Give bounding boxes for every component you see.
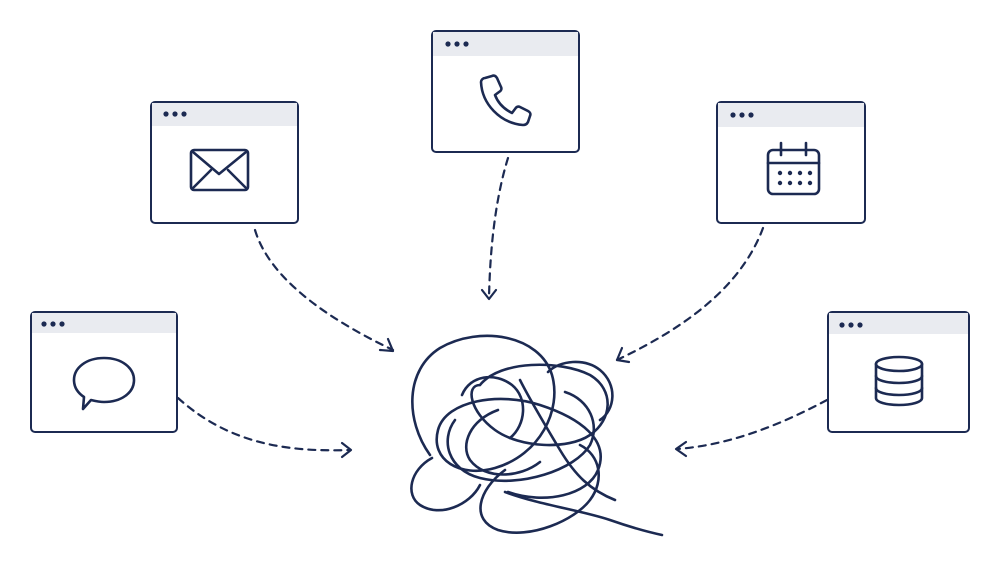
connector-calendar-to-center: [615, 226, 765, 364]
connector-email-to-center: [253, 228, 395, 353]
tangled-scribble-icon: [410, 334, 664, 537]
connector-phone-to-center: [480, 156, 510, 301]
phone-icon: [479, 74, 532, 127]
window-chat: [30, 311, 178, 433]
envelope-icon: [189, 148, 250, 192]
database-icon: [874, 355, 924, 407]
chat-bubble-icon: [72, 356, 136, 411]
window-calendar: [716, 101, 866, 224]
connector-chat-to-center: [176, 396, 353, 459]
window-phone: [431, 30, 580, 153]
window-database: [827, 311, 970, 433]
calendar-icon: [766, 141, 821, 196]
window-email: [150, 101, 299, 224]
connector-database-to-center: [674, 398, 829, 458]
